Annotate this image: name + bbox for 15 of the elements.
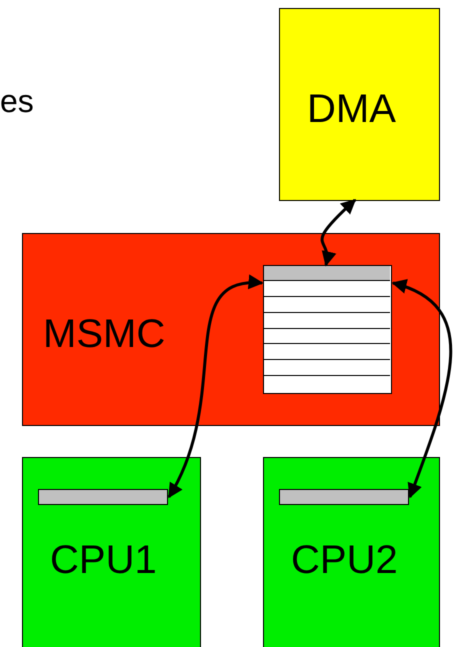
buffer-bar (38, 488, 168, 504)
node-label: MSMC (43, 314, 166, 354)
double-arrow (392, 280, 452, 498)
memory-table (262, 264, 392, 394)
buffer-bar (278, 488, 408, 504)
process-box (22, 457, 201, 647)
process-box (22, 233, 440, 426)
double-arrow (320, 198, 356, 266)
node-label: CPU1 (50, 540, 157, 580)
text-fragment: es (0, 85, 34, 117)
process-box (279, 8, 440, 201)
node-label: CPU2 (291, 540, 398, 580)
process-box (263, 457, 440, 647)
node-label: DMA (307, 89, 396, 129)
double-arrow (168, 276, 264, 498)
